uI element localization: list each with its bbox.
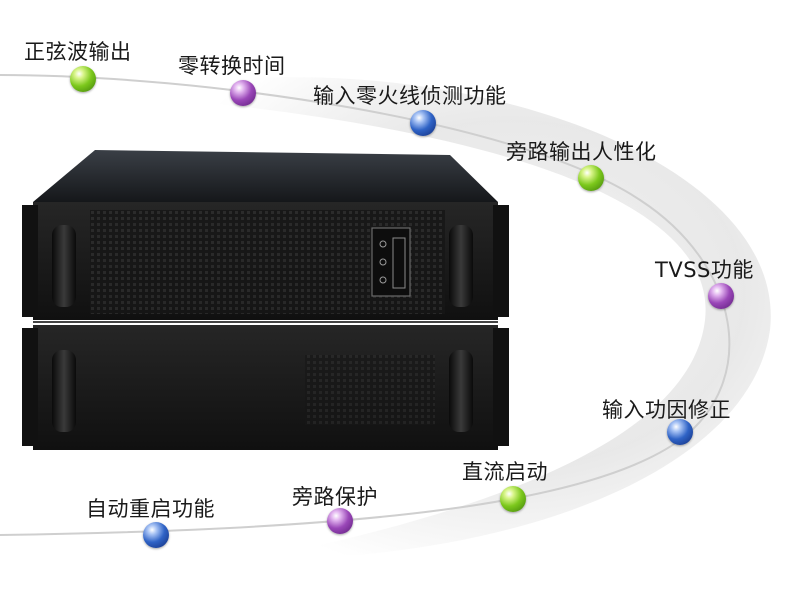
feature-label: 零转换时间 bbox=[178, 54, 286, 78]
green-dot-icon bbox=[500, 486, 526, 512]
feature-label: 旁路输出人性化 bbox=[506, 140, 657, 164]
feature-label: 旁路保护 bbox=[292, 485, 378, 509]
feature-label: TVSS功能 bbox=[655, 258, 754, 282]
feature-label: 直流启动 bbox=[462, 460, 548, 484]
feature-curve bbox=[0, 74, 731, 536]
green-dot-icon bbox=[578, 165, 604, 191]
purple-dot-icon bbox=[230, 80, 256, 106]
purple-dot-icon bbox=[708, 283, 734, 309]
purple-dot-icon bbox=[327, 508, 353, 534]
blue-dot-icon bbox=[410, 110, 436, 136]
feature-label: 正弦波输出 bbox=[24, 40, 132, 64]
ups-device bbox=[22, 150, 509, 450]
feature-label: 输入功因修正 bbox=[602, 398, 731, 422]
feature-label: 输入零火线侦测功能 bbox=[313, 84, 507, 108]
feature-label: 自动重启功能 bbox=[86, 497, 215, 521]
blue-dot-icon bbox=[143, 522, 169, 548]
blue-dot-icon bbox=[667, 419, 693, 445]
green-dot-icon bbox=[70, 66, 96, 92]
